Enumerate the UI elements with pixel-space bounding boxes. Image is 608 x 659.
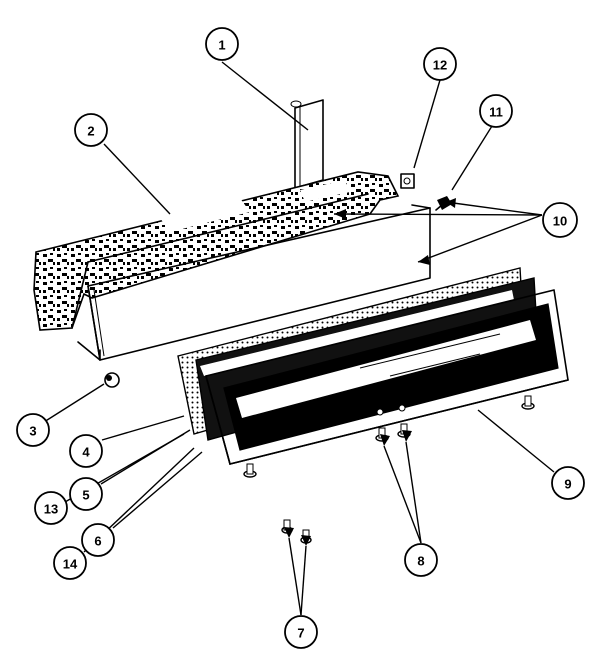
callout-label: 8 xyxy=(417,554,424,569)
callout-7: 7 xyxy=(284,615,318,649)
callout-14: 14 xyxy=(53,546,87,580)
callout-label: 1 xyxy=(218,38,225,53)
arrowheads xyxy=(284,198,456,546)
callout-4: 4 xyxy=(69,434,103,468)
callout-label: 14 xyxy=(63,557,78,572)
callout-2: 2 xyxy=(74,113,108,147)
callout-13: 13 xyxy=(34,491,68,525)
part-screw-11 xyxy=(435,196,452,211)
callout-6: 6 xyxy=(81,523,115,557)
callout-label: 9 xyxy=(564,477,571,492)
part-bracket xyxy=(290,99,324,189)
callout-3: 3 xyxy=(16,413,50,447)
callout-label: 2 xyxy=(87,124,94,139)
leader-lines xyxy=(43,61,555,616)
callout-label: 11 xyxy=(489,105,503,120)
callout-8: 8 xyxy=(404,543,438,577)
part-liner-panel xyxy=(77,204,431,361)
callout-label: 3 xyxy=(29,424,36,439)
callout-label: 10 xyxy=(553,214,567,229)
part-clip xyxy=(400,173,415,189)
callout-label: 6 xyxy=(94,534,101,549)
callout-label: 12 xyxy=(433,58,447,73)
callout-label: 7 xyxy=(297,626,304,641)
part-insulation-block xyxy=(33,171,400,331)
part-front-frame xyxy=(205,289,569,465)
part-knob xyxy=(104,372,120,388)
callout-12: 12 xyxy=(423,47,457,81)
callout-5: 5 xyxy=(69,477,103,511)
callout-label: 4 xyxy=(82,445,90,460)
callout-11: 11 xyxy=(479,94,513,128)
callout-label: 13 xyxy=(44,502,58,517)
callout-9: 9 xyxy=(551,466,585,500)
callout-label: 5 xyxy=(82,488,89,503)
callout-1: 1 xyxy=(205,27,239,61)
callout-10: 10 xyxy=(542,202,578,238)
